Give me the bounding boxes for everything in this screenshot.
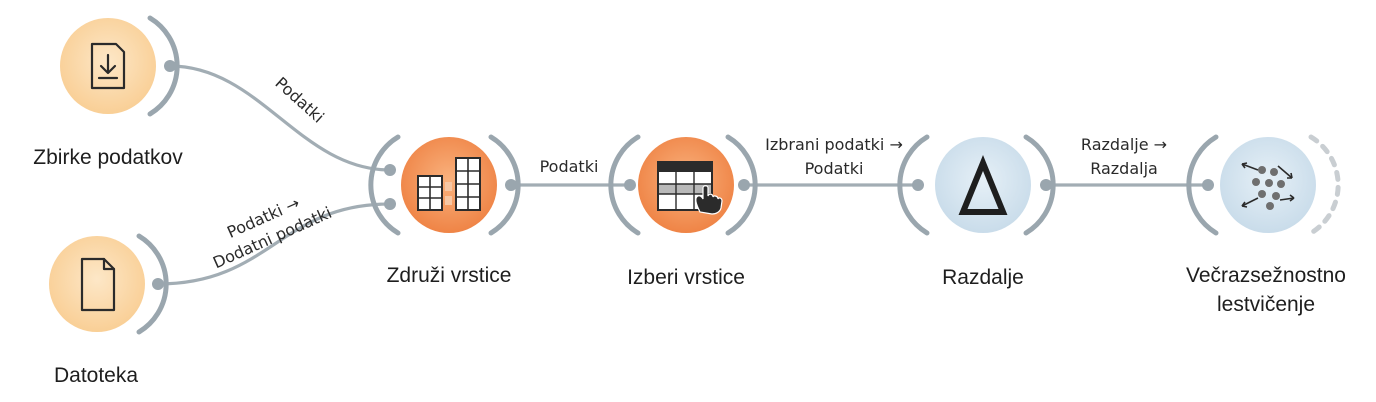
node-label: Zbirke podatkov [33,146,183,169]
node-body[interactable] [49,236,145,332]
output-bracket [488,134,521,236]
node-label-line-1: Večrazsežnostno [1186,264,1346,287]
link-label-datoteka-zdruzi: Podatki → Dodatni podatki [210,193,335,272]
input-bracket [368,134,401,236]
node-label: Izberi vrstice [627,266,745,289]
svg-text:Razdalja: Razdalja [1090,159,1158,178]
output-anchor[interactable] [164,60,176,72]
svg-text:Izbrani podatki →: Izbrani podatki → [765,135,903,154]
output-bracket [136,233,169,335]
node-label: Datoteka [54,364,138,387]
output-bracket [147,15,180,117]
input-bracket [897,134,930,236]
node-label: Razdalje [942,266,1024,289]
node-label: Združi vrstice [387,264,512,287]
output-anchor[interactable] [1040,179,1052,191]
mds-scatter-icon [1241,162,1295,210]
output-bracket [1023,134,1056,236]
output-bracket [725,134,758,236]
output-anchor[interactable] [152,278,164,290]
node-datoteka[interactable]: Datoteka [49,233,169,387]
input-anchor[interactable] [1202,179,1214,191]
delta-icon [958,155,1008,215]
output-anchor[interactable] [738,179,750,191]
output-anchor[interactable] [505,179,517,191]
link-label-razdalje-mds: Razdalje → Razdalja [1081,135,1167,178]
node-razdalje[interactable]: Razdalje [897,134,1056,289]
link-datoteka-zdruzi[interactable] [157,202,391,286]
svg-text:Podatki: Podatki [805,159,864,178]
node-zbirke-podatkov[interactable]: Zbirke podatkov [33,15,183,169]
input-anchor-1[interactable] [384,164,396,176]
node-zdruzi-vrstice[interactable]: Združi vrstice [368,134,521,287]
node-body[interactable] [935,137,1031,233]
input-anchor[interactable] [624,179,636,191]
link-zbirke-zdruzi[interactable] [169,64,391,172]
svg-text:Razdalje →: Razdalje → [1081,135,1167,154]
concatenate-tables-icon [417,157,481,211]
output-bracket-unconnected [1308,134,1341,236]
node-izberi-vrstice[interactable]: Izberi vrstice [608,134,758,289]
link-label-zdruzi-izberi: Podatki [540,157,599,176]
select-rows-icon [657,161,723,215]
datasets-download-icon [90,42,126,90]
node-label-line-2: lestvičenje [1217,293,1315,316]
node-mds[interactable]: Večrazsežnostno lestvičenje [1186,134,1346,316]
link-label-izberi-razdalje: Izbrani podatki → Podatki [765,135,903,178]
file-icon [80,257,116,312]
input-anchor[interactable] [912,179,924,191]
input-anchor-2[interactable] [384,198,396,210]
input-bracket [1186,134,1219,236]
input-bracket [608,134,641,236]
svg-text:Podatki: Podatki [540,157,599,176]
